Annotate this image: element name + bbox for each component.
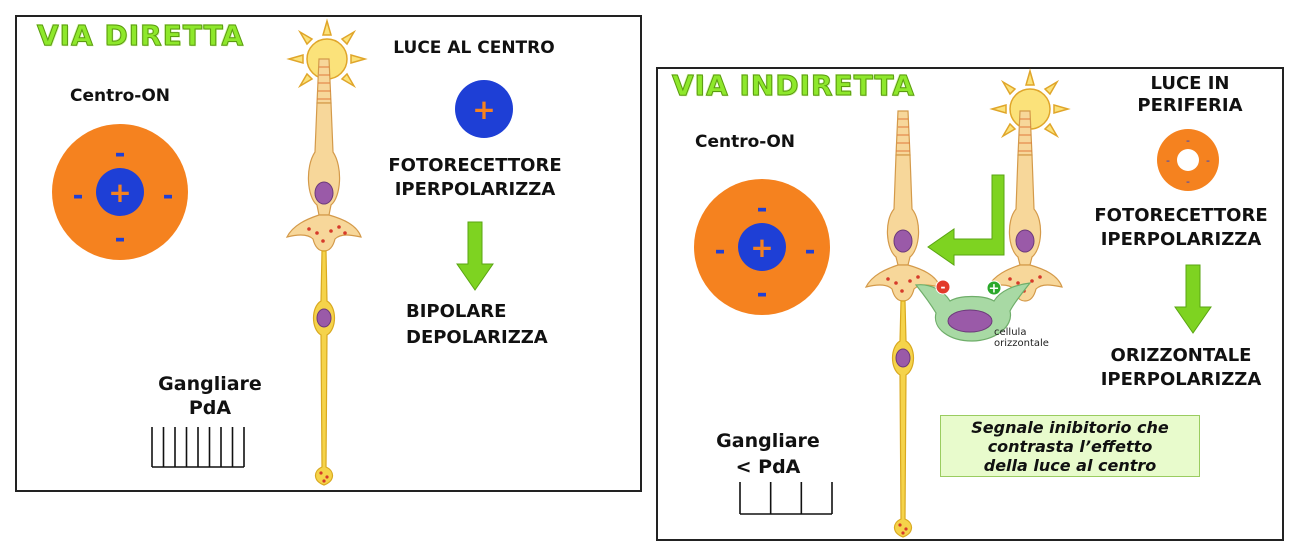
- rf-surround-sign-right: -: [163, 181, 174, 211]
- step2-line1: BIPOLARE: [406, 301, 507, 322]
- rf-label: Centro-ON: [70, 86, 171, 106]
- spike-train: [739, 482, 833, 515]
- synapse-inhibitory-icon: -: [935, 279, 951, 295]
- step1-line2: IPERPOLARIZZA: [1100, 229, 1262, 250]
- step1-text: FOTORECETTORE IPERPOLARIZZA: [1076, 204, 1286, 252]
- stimulus-sign: +: [472, 93, 495, 126]
- stimulus-annulus: - - - -: [1157, 129, 1219, 191]
- annulus-sign-right: -: [1206, 154, 1210, 167]
- rf-center-sign: +: [108, 176, 131, 209]
- annulus-sign-bottom: -: [1186, 175, 1190, 188]
- panel-via-diretta: VIA DIRETTA Centro-ON + - - - -: [15, 15, 642, 492]
- rf-label: Centro-ON: [695, 132, 796, 152]
- panel-title: VIA DIRETTA: [36, 19, 245, 53]
- rf-center-sign: +: [750, 231, 773, 264]
- horizontal-cell-label: cellula orizzontale: [994, 327, 1049, 349]
- rf-surround-sign-top: -: [757, 194, 768, 224]
- down-arrow-icon: [456, 221, 494, 291]
- step2-text: ORIZZONTALE IPERPOLARIZZA: [1076, 344, 1286, 392]
- rf-surround-sign-top: -: [115, 139, 126, 169]
- synapse-excitatory-icon: +: [986, 280, 1002, 297]
- ganglion-label: Gangliare < PdA: [698, 428, 838, 480]
- step1-line2: IPERPOLARIZZA: [394, 179, 556, 200]
- rf-surround-sign-right: -: [805, 236, 816, 266]
- ganglion-line1: Gangliare: [158, 373, 262, 395]
- rf-surround-sign-bottom: -: [757, 279, 768, 309]
- step1-line1: FOTORECETTORE: [1094, 205, 1268, 226]
- peripheral-photoreceptor: [986, 110, 1063, 302]
- step2-line2: DEPOLARIZZA: [406, 327, 548, 348]
- stimulus-line2: PERIFERIA: [1137, 95, 1243, 116]
- stimulus-label: LUCE AL CENTRO: [393, 38, 555, 58]
- bipolar-nucleus: [316, 308, 332, 328]
- photoreceptor-outer-segment: [316, 58, 332, 104]
- bent-arrow-icon: [927, 174, 1005, 266]
- panel-via-indiretta: VIA INDIRETTA Centro-ON + - - - -: [656, 67, 1284, 541]
- receptive-field-diagram: + - - - -: [694, 179, 830, 315]
- ganglion-line2: < PdA: [735, 456, 801, 478]
- step2-line2: IPERPOLARIZZA: [1100, 369, 1262, 390]
- down-arrow-icon: [1174, 264, 1212, 334]
- horizontal-cell: [914, 282, 1032, 342]
- stimulus-line1: LUCE IN: [1150, 73, 1230, 94]
- step1-line1: FOTORECETTORE: [388, 155, 562, 176]
- photoreceptor-nucleus: [314, 181, 334, 205]
- horizontal-cell-line1: cellula: [994, 327, 1027, 338]
- spike-train: [151, 427, 245, 468]
- note-line3: della luce al centro: [983, 456, 1157, 475]
- annulus-sign-top: -: [1186, 134, 1190, 147]
- rf-center: [96, 168, 144, 216]
- synapse-minus-sign: -: [941, 280, 946, 294]
- step1-text: FOTORECETTORE IPERPOLARIZZA: [370, 154, 580, 202]
- annulus-sign-left: -: [1166, 154, 1170, 167]
- horizontal-cell-line2: orizzontale: [994, 338, 1049, 349]
- note-line1: Segnale inibitorio che: [971, 418, 1169, 437]
- rf-surround-sign-bottom: -: [115, 224, 126, 254]
- ganglion-label: Gangliare PdA: [135, 372, 285, 420]
- rf-center: [738, 223, 786, 271]
- rf-surround-sign-left: -: [73, 181, 84, 211]
- step2-line1: ORIZZONTALE: [1110, 345, 1252, 366]
- ganglion-line1: Gangliare: [716, 430, 820, 452]
- receptive-field-diagram: + - - - -: [52, 124, 188, 260]
- step2-text: BIPOLARE DEPOLARIZZA: [406, 299, 548, 351]
- inhibitory-signal-note: Segnale inibitorio che contrasta l’effet…: [940, 415, 1200, 477]
- note-line2: contrasta l’effetto: [987, 437, 1153, 456]
- bipolar-cell: [312, 250, 336, 486]
- panel-title: VIA INDIRETTA: [671, 69, 916, 103]
- retinal-neuron-chain: [285, 58, 362, 486]
- photoreceptor-terminal: [285, 214, 362, 252]
- ganglion-line2: PdA: [188, 397, 232, 419]
- stimulus-label: LUCE IN PERIFERIA: [1130, 73, 1250, 117]
- rf-surround-sign-left: -: [715, 236, 726, 266]
- stimulus-center-spot: +: [455, 80, 513, 138]
- synapse-plus-sign: +: [989, 282, 1000, 297]
